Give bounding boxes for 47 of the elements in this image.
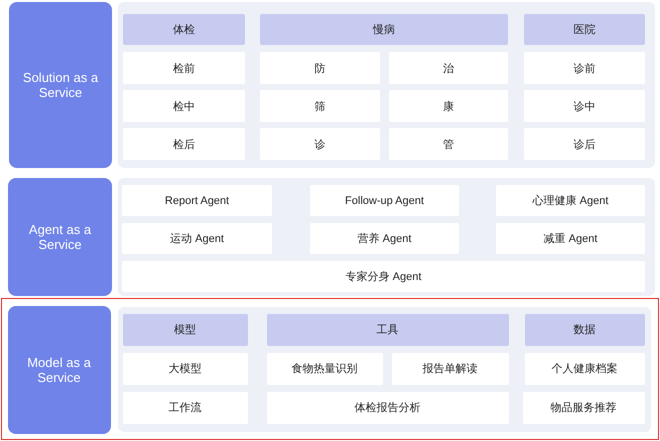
item-label: Follow-up Agent [345, 194, 424, 206]
category-label: 慢病 [373, 23, 395, 37]
item-label: 减重 Agent [544, 232, 598, 246]
item-label: 物品服务推荐 [550, 400, 616, 415]
item-label: 管 [443, 138, 454, 152]
item-label: 报告单解读 [422, 362, 478, 376]
layer-name: Model as a Service [26, 354, 92, 384]
item-label: 大模型 [168, 362, 202, 376]
item-label: 心理健康 Agent [532, 194, 608, 208]
item-label: 诊 [314, 138, 326, 152]
item-label: 检前 [173, 62, 195, 76]
item-label: Report Agent [164, 194, 230, 206]
category-header [524, 14, 645, 45]
item-label: 筛 [314, 100, 326, 114]
category-header [260, 14, 508, 45]
layer-name: Solution as a Service [22, 70, 100, 100]
item-label: 康 [443, 100, 454, 114]
item-label: 防 [314, 62, 326, 76]
item-label: 诊后 [574, 138, 596, 152]
category-header [266, 314, 508, 346]
item-label: 工作流 [168, 400, 202, 415]
item-label: 检后 [173, 138, 195, 152]
layer-panel [118, 2, 655, 168]
item-label: 检中 [173, 100, 195, 114]
item-label: 食物热量识别 [292, 362, 358, 376]
category-label: 模型 [174, 323, 196, 337]
item-label: 诊中 [574, 100, 596, 114]
category-label: 数据 [574, 323, 596, 337]
item-label: 运动 Agent [170, 232, 224, 246]
item-label: 个人健康档案 [552, 362, 618, 376]
category-label: 医院 [574, 23, 596, 37]
item-label: 体检报告分析 [354, 400, 420, 415]
layer-card [8, 306, 110, 434]
layer-panel [118, 306, 650, 432]
category-header [123, 14, 245, 45]
layer-card [9, 2, 112, 168]
highlight-frame [1, 298, 659, 440]
item-label: 诊前 [574, 62, 596, 76]
item-label: 专家分身 Agent [346, 270, 422, 284]
item-label: 营养 Agent [358, 232, 412, 246]
category-label: 工具 [376, 323, 398, 337]
item-label: 治 [443, 62, 454, 76]
category-header [122, 314, 248, 346]
category-label: 体检 [173, 23, 195, 37]
layer-name: Agent as a Service [28, 222, 92, 252]
layer-card [8, 178, 112, 296]
category-header [524, 314, 644, 346]
